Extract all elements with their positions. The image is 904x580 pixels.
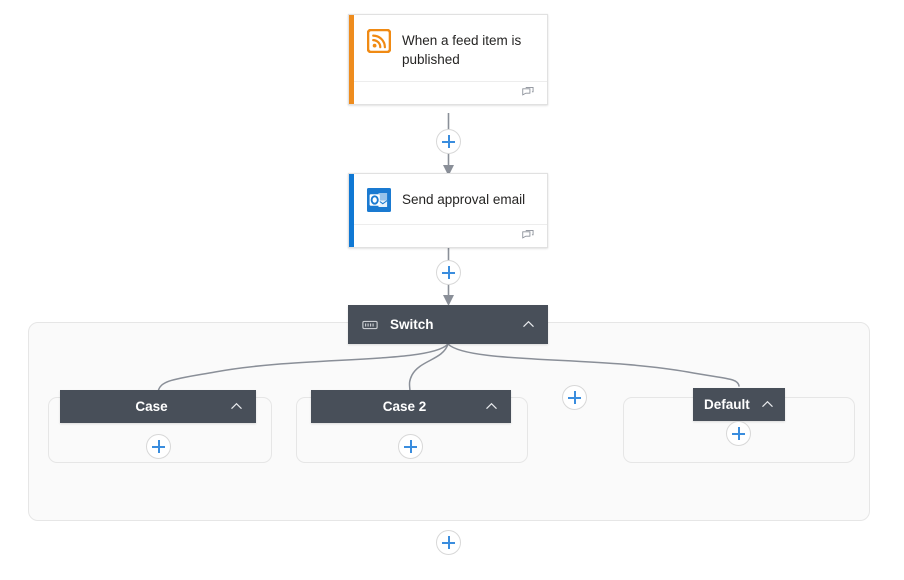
- chevron-up-icon[interactable]: [761, 398, 774, 411]
- default-case-node-label: Default: [704, 397, 750, 412]
- chevron-up-icon[interactable]: [522, 318, 535, 331]
- add-action-button-default[interactable]: [726, 421, 751, 446]
- insert-step-button-after-trigger[interactable]: [436, 129, 461, 154]
- rss-icon: [367, 29, 391, 53]
- plus-icon: [442, 135, 455, 148]
- switch-node-header[interactable]: Switch: [348, 305, 548, 344]
- case-node-label-1: Case: [135, 399, 168, 414]
- trigger-title: When a feed item is published: [402, 33, 522, 67]
- card-accent-bar: [349, 15, 354, 104]
- chevron-up-icon[interactable]: [230, 400, 243, 413]
- add-switch-case-button[interactable]: [562, 385, 587, 410]
- card-body: Send approval email: [349, 174, 547, 224]
- chevron-up-icon[interactable]: [485, 400, 498, 413]
- plus-icon: [568, 391, 581, 404]
- plus-icon: [732, 427, 745, 440]
- plus-icon: [404, 440, 417, 453]
- action-title: Send approval email: [402, 192, 526, 207]
- plus-icon: [152, 440, 165, 453]
- comments-icon[interactable]: [521, 229, 535, 243]
- case-node-header-1[interactable]: Case: [60, 390, 256, 423]
- switch-node-label: Switch: [390, 317, 434, 332]
- action-card-send-approval-email[interactable]: Send approval email: [348, 173, 548, 248]
- insert-step-button-after-email[interactable]: [436, 260, 461, 285]
- add-action-button-case-1[interactable]: [146, 434, 171, 459]
- plus-icon: [442, 266, 455, 279]
- comments-icon[interactable]: [521, 86, 535, 100]
- add-action-button-case-2[interactable]: [398, 434, 423, 459]
- card-footer: [349, 81, 547, 104]
- card-accent-bar: [349, 174, 354, 247]
- case-node-header-2[interactable]: Case 2: [311, 390, 511, 423]
- plus-icon: [442, 536, 455, 549]
- trigger-card-rss[interactable]: When a feed item is published: [348, 14, 548, 105]
- card-body: When a feed item is published: [349, 15, 547, 81]
- add-step-button-after-switch[interactable]: [436, 530, 461, 555]
- default-case-node-header[interactable]: Default: [693, 388, 785, 421]
- switch-icon: [362, 320, 378, 329]
- case-node-label-2: Case 2: [382, 399, 427, 414]
- card-footer: [349, 224, 547, 247]
- outlook-icon: [367, 188, 391, 212]
